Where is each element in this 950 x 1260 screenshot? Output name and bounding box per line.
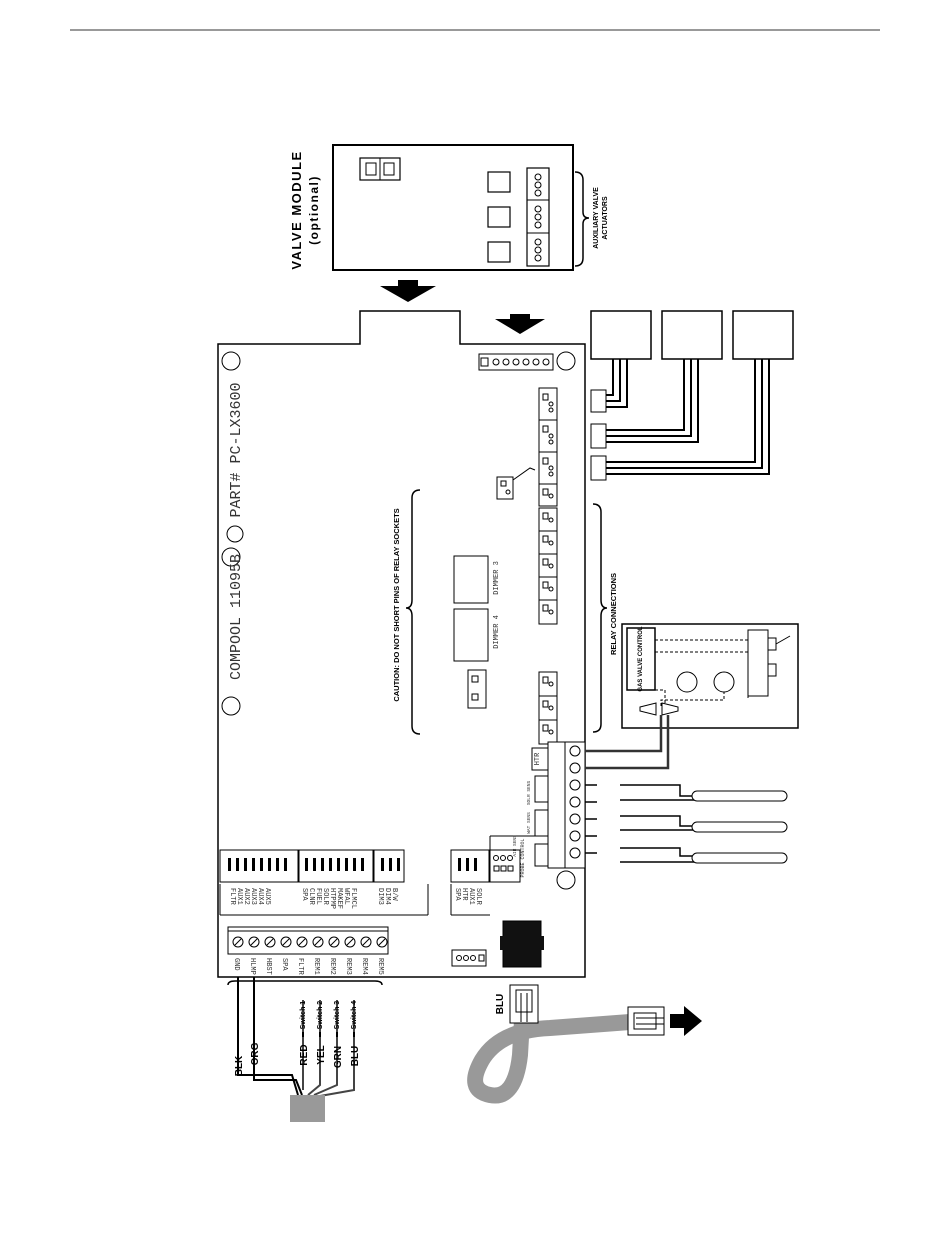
- caution-text: CAUTION: DO NOT SHORT PINS OF RELAY SOCK…: [392, 508, 401, 701]
- communication-cable: [467, 984, 702, 1104]
- gas-valve-label: GAS VALVE CONTROL: [638, 626, 644, 691]
- header-label: AUX3: [249, 888, 257, 905]
- header-label: AUX1: [467, 888, 475, 905]
- header-label: AUX4: [256, 888, 264, 905]
- header-label: SOLR: [474, 888, 482, 906]
- terminal-label: HBST: [264, 958, 272, 975]
- bottom-wires: [237, 977, 355, 1097]
- dimmer-3-label: DIMMER 3: [493, 561, 501, 595]
- valve-module-subtitle: (optional): [307, 175, 321, 245]
- terminal-label: GND: [232, 958, 240, 971]
- header-label: WFAL: [342, 888, 350, 905]
- header-label: AUX5: [263, 888, 271, 905]
- water-sensor-label: WAT SENS: [526, 812, 532, 834]
- header-label: SPA: [453, 888, 461, 901]
- header-labels: FLTR AUX1 AUX2 AUX3 AUX4 AUX5 SPA CLNR F…: [228, 888, 482, 909]
- header-label: SOLR: [321, 888, 329, 906]
- switch-2-label: Switch 2: [317, 1001, 324, 1030]
- terminal-labels: GND HLMP HBST SPA FLTR REM1 REM2 REM3 RE…: [232, 958, 384, 976]
- arrow-down-icon: [380, 280, 436, 302]
- wire-yel-label: YEL: [316, 1045, 327, 1064]
- sensor-probes: [585, 784, 788, 864]
- arrow-down-icon: [495, 314, 545, 334]
- board-part-number: PART# PC-LX3600: [228, 382, 245, 517]
- switch-1-label: Switch 1: [300, 1001, 307, 1030]
- wire-grn-label: GRN: [333, 1046, 344, 1068]
- valve-module: [332, 144, 590, 271]
- wire-blu-label: BLU: [350, 1046, 361, 1067]
- header-label: CLNR: [307, 888, 315, 906]
- header-label: B/W: [390, 888, 398, 901]
- switch-3-label: Switch 3: [334, 1001, 341, 1030]
- htr-label: HTR: [534, 752, 542, 765]
- header-label: FLTR: [228, 888, 236, 906]
- dimmer-4-label: DIMMER 4: [493, 615, 501, 649]
- terminal-label: REM4: [360, 958, 368, 975]
- terminal-label: REM3: [344, 958, 352, 975]
- probe-control-label: PROBE CONTROL: [520, 838, 526, 877]
- header-label: MAKEF: [335, 888, 343, 909]
- heater-wire: [585, 715, 670, 770]
- board-name: COMPOOL 11095B: [228, 554, 245, 680]
- cable-blu-label: BLU: [495, 994, 506, 1015]
- switch-4-label: Switch 4: [351, 1001, 358, 1030]
- valve-module-title: VALVE MODULE: [289, 150, 304, 269]
- aux-valve-label-1: AUXILIARY VALVE: [593, 187, 600, 249]
- terminal-label: REM2: [328, 958, 336, 975]
- wire-red-label: RED: [299, 1044, 310, 1065]
- header-label: FLMCL: [349, 888, 357, 909]
- header-label: DIM3: [376, 888, 384, 905]
- arrow-right-icon: [670, 1006, 702, 1036]
- header-label: AUX2: [242, 888, 250, 905]
- header-label: HTR: [460, 888, 468, 901]
- gas-valve-box: [621, 623, 799, 729]
- wire-blk-label: BLK: [234, 1055, 245, 1076]
- board-mount-hole: [226, 525, 244, 543]
- solar-sensor-label: SOLR SENS: [526, 781, 532, 806]
- relay-connections-label: RELAY CONNECTIONS: [609, 573, 618, 655]
- main-board: [217, 310, 586, 978]
- air-sensor-label: AIR SENS: [512, 835, 518, 857]
- valve-actuators: [590, 310, 794, 360]
- terminal-label: FLTR: [296, 958, 304, 976]
- terminal-label: REM1: [312, 958, 320, 975]
- terminal-label: HLMP: [248, 958, 256, 975]
- terminal-label: REM5: [376, 958, 384, 975]
- header-label: AUX1: [235, 888, 243, 905]
- wire-bundle: [290, 1095, 325, 1122]
- header-label: FUEL: [314, 888, 322, 905]
- header-label: DIM4: [383, 888, 391, 905]
- heater-wire: [585, 715, 663, 753]
- terminal-label: SPA: [280, 958, 288, 971]
- header-label: SPA: [300, 888, 308, 901]
- terminal-bracket: [227, 980, 383, 986]
- header-label: HTPMP: [328, 888, 336, 909]
- actuator-wires: [590, 359, 770, 481]
- wire-org-label: ORG: [250, 1042, 261, 1065]
- aux-valve-label-2: ACTUATORS: [602, 196, 609, 240]
- relay-bracket: [592, 503, 608, 733]
